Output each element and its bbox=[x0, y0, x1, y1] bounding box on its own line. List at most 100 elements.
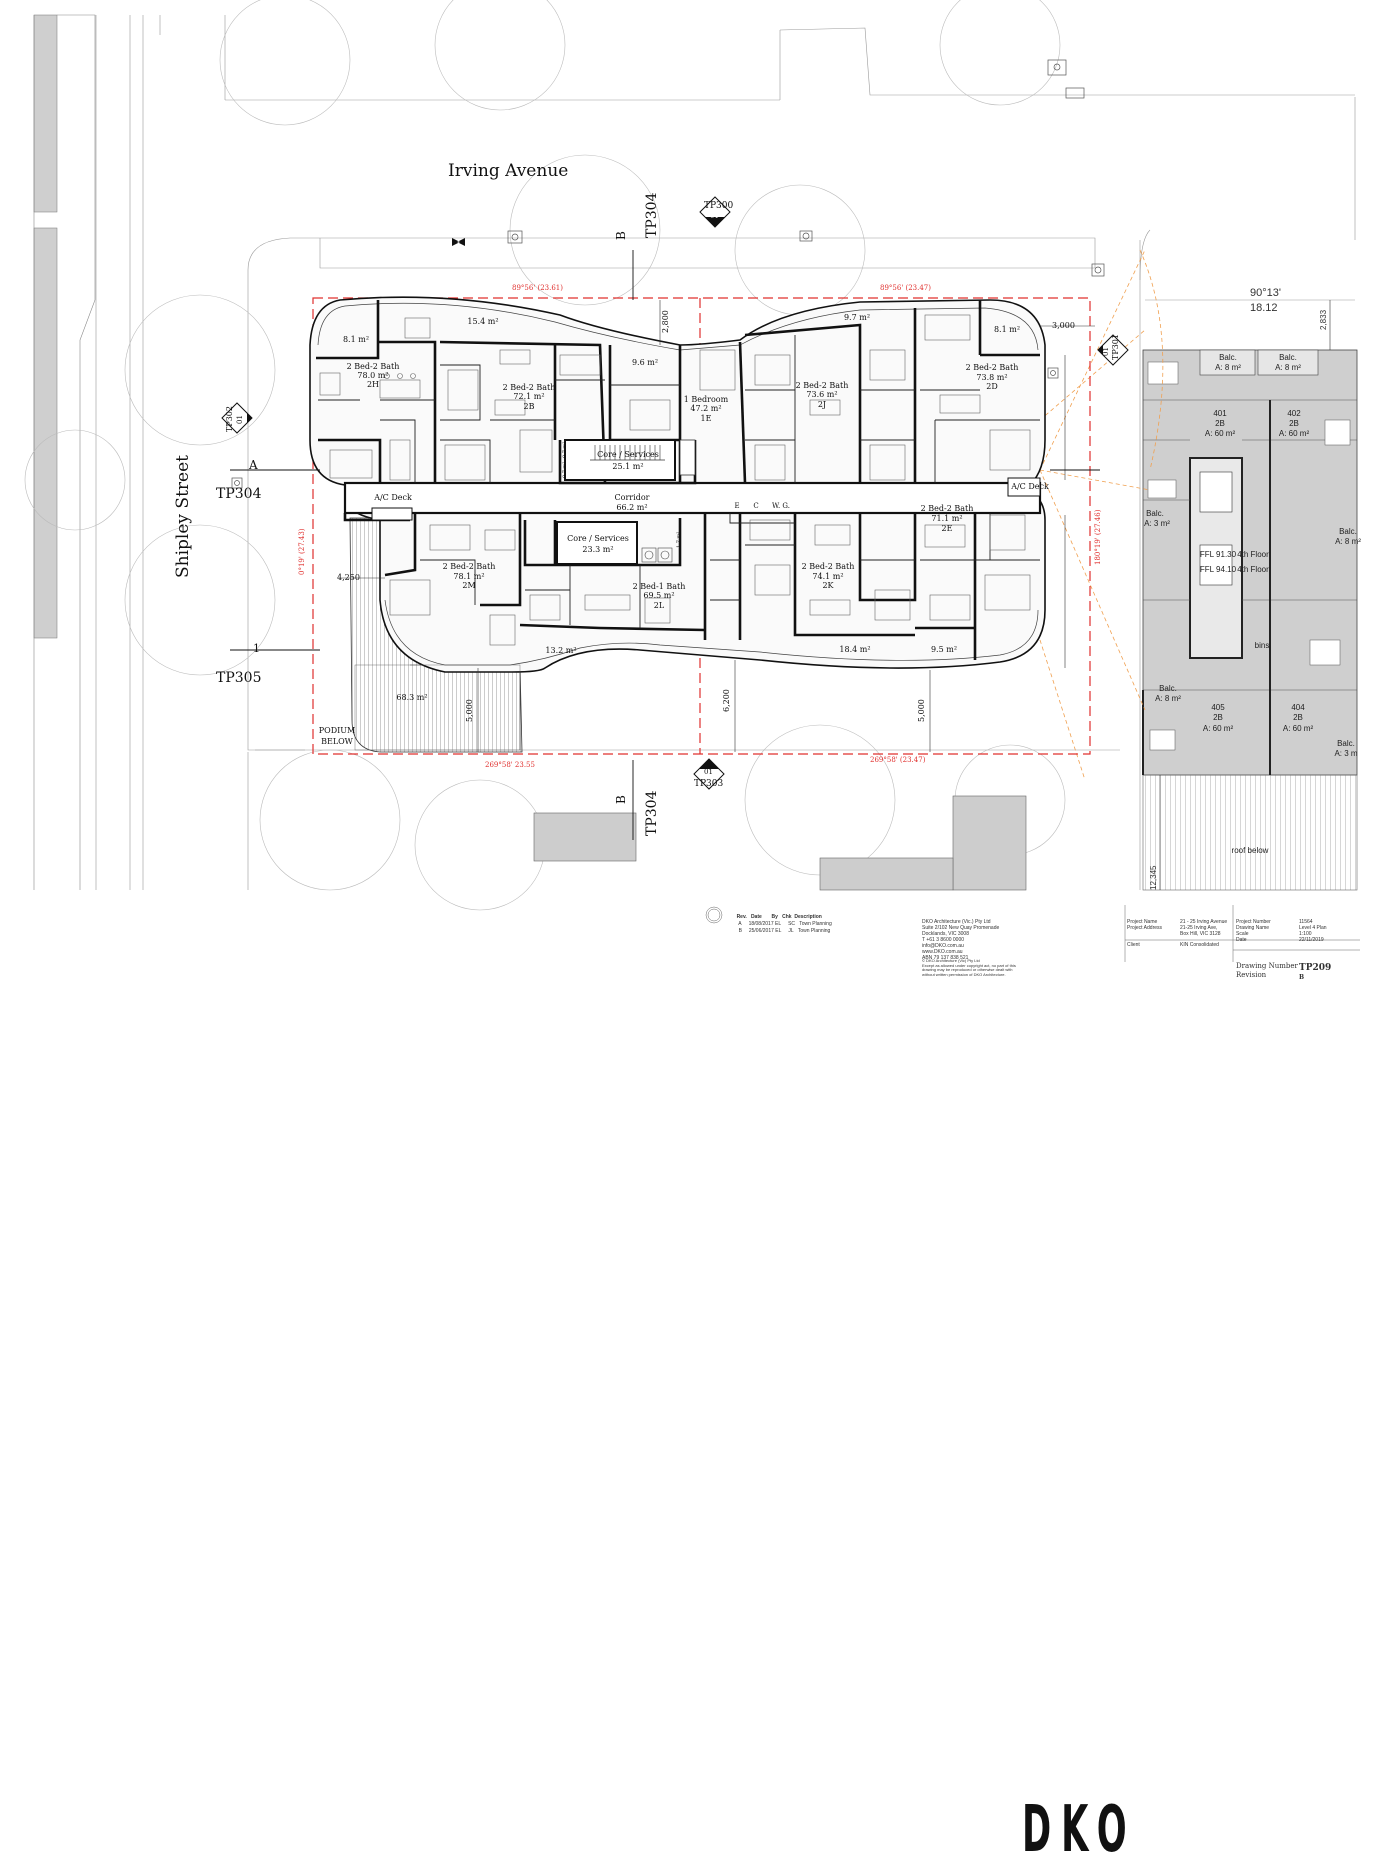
balcony-9: 68.3 m² bbox=[396, 693, 427, 702]
svg-text:TP303: TP303 bbox=[694, 779, 724, 789]
svg-text:A: 8 m²: A: 8 m² bbox=[1335, 537, 1361, 546]
svg-text:FFL 94.10: FFL 94.10 bbox=[1200, 565, 1237, 574]
balcony-6: 13.2 m² bbox=[545, 646, 576, 655]
street-irving: Irving Avenue bbox=[448, 161, 568, 181]
svg-text:01: 01 bbox=[236, 415, 244, 424]
svg-text:Balc.: Balc. bbox=[1279, 353, 1297, 362]
svg-text:01: 01 bbox=[704, 768, 713, 776]
core-2-area: 23.3 m² bbox=[582, 545, 613, 554]
apt-2b-code: 2B bbox=[524, 402, 535, 411]
section-label-tp304-west: TP304 bbox=[216, 486, 262, 502]
street-shipley: Shipley Street bbox=[173, 455, 193, 578]
core-services-2 bbox=[556, 521, 638, 565]
section-label-tp304-north: TP304 bbox=[644, 192, 660, 238]
balcony-2: 15.4 m² bbox=[467, 317, 498, 326]
apt-2j-area: 73.6 m² bbox=[806, 390, 837, 399]
apt-2b-name: 2 Bed-2 Bath bbox=[503, 383, 556, 392]
apt-2e-code: 2E bbox=[942, 524, 953, 533]
svg-text:2B: 2B bbox=[1213, 713, 1223, 722]
boundary-north-right: 89°56' (23.47) bbox=[880, 284, 931, 292]
svg-text:A: 8 m²: A: 8 m² bbox=[1275, 363, 1301, 372]
client-value: KIN Consolidated bbox=[1180, 942, 1219, 948]
section-tp302 bbox=[221, 402, 253, 434]
left-strip bbox=[33, 14, 58, 213]
svg-text:401: 401 bbox=[1213, 409, 1227, 418]
balcony-labels: 8.1 m² 15.4 m² 9.6 m² 9.7 m² 8.1 m² 13.2… bbox=[343, 313, 1020, 702]
dim-2800: 2,800 bbox=[661, 310, 670, 333]
svg-text:405: 405 bbox=[1211, 703, 1225, 712]
rev-header: Rev. Date By Chk Description bbox=[736, 914, 822, 920]
apt-2l-name: 2 Bed-1 Bath bbox=[633, 582, 686, 591]
boundary-south-right: 269°58' (23.47) bbox=[870, 756, 926, 764]
ac-deck-right: A/C Deck bbox=[1010, 482, 1049, 491]
svg-text:TP300: TP300 bbox=[704, 201, 734, 211]
svg-text:Balc.: Balc. bbox=[1159, 684, 1177, 693]
grid-a: A bbox=[248, 458, 258, 472]
apt-2m-code: 2M bbox=[462, 581, 475, 590]
core-1-area: 25.1 m² bbox=[612, 462, 643, 471]
section-tp301 bbox=[1097, 334, 1129, 366]
balcony-7: 18.4 m² bbox=[839, 645, 870, 654]
svg-text:TP302: TP302 bbox=[225, 406, 234, 432]
apt-2h-code: 2H bbox=[367, 380, 379, 389]
svg-text:4th Floor: 4th Floor bbox=[1237, 550, 1269, 559]
dim-4250: 4,250 bbox=[337, 573, 360, 582]
apt-1e-code: 1E bbox=[701, 414, 712, 423]
svg-text:C: C bbox=[753, 502, 758, 510]
dim-3000: 3,000 bbox=[1052, 321, 1075, 330]
svg-text:TP301: TP301 bbox=[1111, 334, 1120, 360]
apt-1e-area: 47.2 m² bbox=[690, 404, 721, 413]
corridor-area: 66.2 m² bbox=[616, 503, 647, 512]
neighbour-building-south-1 bbox=[533, 812, 637, 862]
svg-text:0.7 m²: 0.7 m² bbox=[562, 462, 568, 478]
rev-row-a: A 18/08/2017 EL SC Town Planning bbox=[738, 921, 832, 927]
apt-2k-area: 74.1 m² bbox=[812, 572, 843, 581]
svg-text:Balc.: Balc. bbox=[1219, 353, 1237, 362]
floor-plan-drawing: Irving Avenue Shipley Street TP304 TP304… bbox=[24, 0, 1361, 962]
svg-text:A: 60 m²: A: 60 m² bbox=[1205, 429, 1236, 438]
svg-text:0.7 m²: 0.7 m² bbox=[562, 442, 568, 458]
apt-2d-name: 2 Bed-2 Bath bbox=[966, 363, 1019, 372]
dim-5000a: 5,000 bbox=[465, 699, 474, 722]
svg-text:bins: bins bbox=[1255, 641, 1270, 650]
section-tp300 bbox=[699, 196, 731, 228]
podium-label-2: BELOW bbox=[321, 737, 354, 746]
apt-2j-code: 2J bbox=[818, 400, 826, 409]
corridor-label: Corridor bbox=[615, 493, 650, 502]
apt-2j-name: 2 Bed-2 Bath bbox=[796, 381, 849, 390]
svg-text:4th Floor: 4th Floor bbox=[1237, 565, 1269, 574]
svg-text:2B: 2B bbox=[1289, 419, 1299, 428]
svg-text:402: 402 bbox=[1287, 409, 1301, 418]
apt-2k-name: 2 Bed-2 Bath bbox=[802, 562, 855, 571]
svg-text:Balc.: Balc. bbox=[1337, 739, 1355, 748]
section-tp303 bbox=[693, 758, 725, 790]
svg-text:01: 01 bbox=[1102, 347, 1110, 356]
dim-6200: 6,200 bbox=[722, 689, 731, 712]
apt-2k-code: 2K bbox=[822, 581, 834, 590]
svg-text:A: 60 m²: A: 60 m² bbox=[1279, 429, 1310, 438]
dko-logo: DKO bbox=[1022, 1793, 1137, 1867]
svg-text:18.12: 18.12 bbox=[1250, 302, 1278, 314]
rev-row-b: B 25/06/2017 EL JL Town Planning bbox=[738, 928, 831, 934]
balcony-5: 8.1 m² bbox=[994, 325, 1020, 334]
svg-text:2,833: 2,833 bbox=[1319, 309, 1328, 330]
apt-2m-area: 78.1 m² bbox=[453, 572, 484, 581]
apt-2e-area: 71.1 m² bbox=[931, 514, 962, 523]
boundary-north-left: 89°56' (23.61) bbox=[512, 284, 563, 292]
furniture bbox=[319, 314, 1031, 646]
dim-5000b: 5,000 bbox=[917, 699, 926, 722]
balcony-3: 9.6 m² bbox=[632, 358, 658, 367]
svg-text:404: 404 bbox=[1291, 703, 1305, 712]
apt-2l-area: 69.5 m² bbox=[643, 591, 674, 600]
apt-2l-code: 2L bbox=[654, 601, 665, 610]
svg-text:A: 60 m²: A: 60 m² bbox=[1203, 724, 1234, 733]
svg-text:2B: 2B bbox=[1293, 713, 1303, 722]
svg-text:A: 3 m²: A: 3 m² bbox=[1144, 519, 1170, 528]
neighbour-labels: Balc. A: 8 m² Balc. A: 8 m² 401 2B A: 60… bbox=[1144, 353, 1361, 855]
svg-text:A: 3 m: A: 3 m bbox=[1334, 749, 1357, 758]
svg-text:Balc.: Balc. bbox=[1339, 527, 1357, 536]
